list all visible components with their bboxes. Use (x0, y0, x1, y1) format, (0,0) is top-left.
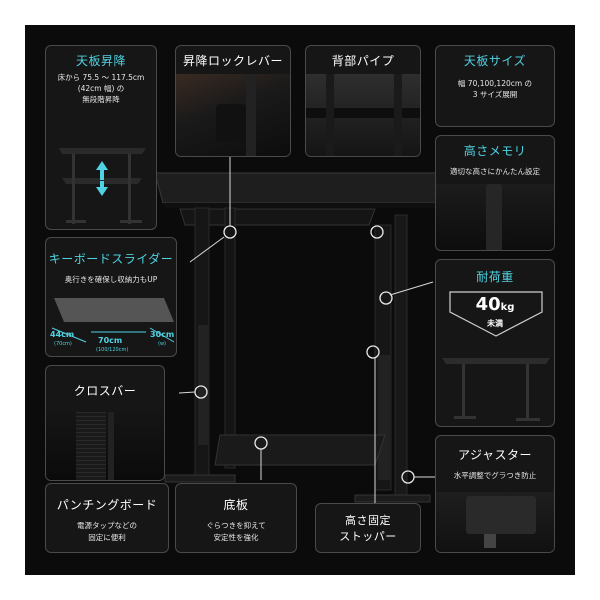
panel-adjuster-title: アジャスター (458, 448, 532, 462)
panel-stopper-title-line1: 高さ固定 (345, 514, 391, 527)
desk-illustration (154, 135, 456, 503)
lift-desk-image (59, 148, 146, 224)
dim-44-label: 44cm (50, 330, 75, 339)
product-infographic: 天板昇降 床から 75.5 ～ 117.5cm (42cm 幅) の 無段階昇降… (25, 25, 575, 575)
panel-top-size-title: 天板サイズ (463, 54, 527, 68)
load-value-row: 40kg (436, 294, 554, 315)
panel-lift: 天板昇降 床から 75.5 ～ 117.5cm (42cm 幅) の 無段階昇降 (45, 45, 157, 230)
panel-lock-lever: 昇降ロックレバー (175, 45, 291, 157)
panel-top-size: 天板サイズ 幅 70,100,120cm の 3 サイズ展開 (435, 45, 555, 127)
height-scale-photo (436, 184, 554, 250)
panel-crossbar-title: クロスバー (73, 384, 137, 398)
load-desk-image (442, 358, 550, 421)
adjuster-photo (436, 492, 554, 552)
panel-punching-line1: 電源タップなどの (77, 521, 137, 530)
panel-height-scale-title: 高さメモリ (463, 144, 527, 158)
crossbar-photo (46, 408, 164, 480)
panel-bottom-line2: 安定性を強化 (213, 533, 259, 542)
dim-30-sub: (w) (158, 341, 166, 347)
load-suffix: 未満 (487, 319, 503, 328)
panel-bottom-plate: 底板 ぐらつきを抑えて 安定性を強化 (175, 483, 297, 553)
lock-lever-photo (176, 74, 290, 156)
panel-crossbar: クロスバー (45, 365, 165, 481)
dim-44-sub: (70cm) (54, 341, 72, 347)
arrow-down-icon (96, 181, 108, 196)
panel-lift-line1: 床から 75.5 ～ 117.5cm (57, 73, 145, 82)
panel-lift-title: 天板昇降 (75, 54, 126, 68)
panel-punching-board: パンチングボード 電源タップなどの 固定に便利 (45, 483, 169, 553)
panel-top-size-line1: 幅 70,100,120cm の (457, 79, 533, 88)
panel-height-scale: 高さメモリ 適切な高さにかんたん設定 (435, 135, 555, 251)
dim-30-label: 30cm (150, 330, 175, 339)
panel-stopper-title-line2: ストッパー (339, 530, 397, 543)
panel-bottom-title: 底板 (223, 498, 249, 512)
panel-adjuster: アジャスター 水平調整でグラつき防止 (435, 435, 555, 553)
panel-load-title: 耐荷重 (476, 270, 514, 284)
panel-load: 耐荷重 40kg 未満 (435, 259, 555, 427)
panel-lock-lever-title: 昇降ロックレバー (182, 54, 283, 68)
panel-lift-line2: (42cm 幅) の (77, 84, 125, 93)
panel-lift-line3: 無段階昇降 (82, 95, 120, 104)
keyboard-slider-diagram (51, 298, 175, 343)
back-pipe-photo (306, 74, 420, 156)
panel-back-pipe: 背部パイプ (305, 45, 421, 157)
panel-keyboard-title: キーボードスライダー (48, 252, 174, 266)
arrow-up-icon (96, 161, 108, 180)
dim-70-sub: (100/120cm) (96, 347, 129, 353)
load-arrow-icon (449, 291, 543, 337)
panel-adjuster-line1: 水平調整でグラつき防止 (453, 471, 537, 480)
panel-top-size-line2: 3 サイズ展開 (472, 90, 518, 99)
panel-punching-line2: 固定に便利 (88, 533, 126, 542)
panel-keyboard-slider: キーボードスライダー 奥行きを確保し収納力もUP 44cm (70cm) 70c… (45, 237, 177, 357)
dim-70-label: 70cm (98, 336, 123, 345)
panel-height-scale-line1: 適切な高さにかんたん設定 (450, 167, 540, 176)
panel-keyboard-line1: 奥行きを確保し収納力もUP (64, 275, 158, 284)
load-value: 40 (475, 294, 501, 315)
panel-stopper: 高さ固定 ストッパー (315, 503, 421, 553)
load-unit: kg (500, 302, 515, 313)
panel-bottom-line1: ぐらつきを抑えて (206, 521, 266, 530)
panel-punching-title: パンチングボード (56, 498, 158, 512)
panel-back-pipe-title: 背部パイプ (331, 54, 395, 68)
